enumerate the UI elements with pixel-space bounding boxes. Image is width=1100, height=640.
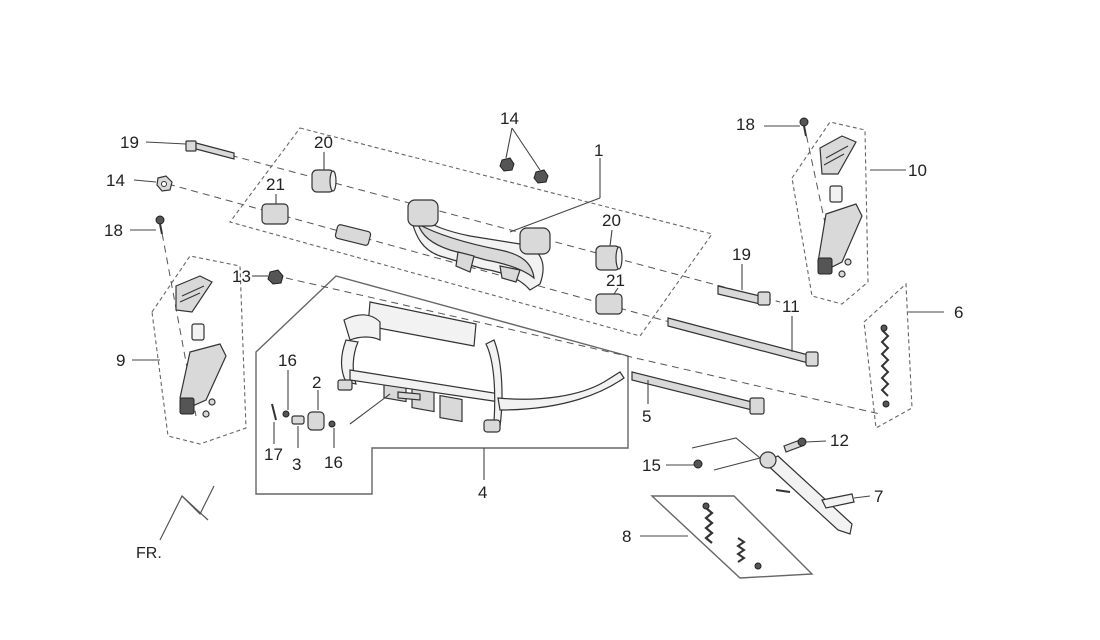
callout-7: 7	[874, 487, 883, 506]
axis-line-footrest-left	[159, 221, 197, 417]
bracket-1	[407, 199, 551, 291]
axis-line-upper	[195, 145, 781, 303]
leader-19-left	[145, 141, 187, 145]
group-6-boundary	[863, 282, 913, 429]
callout-5: 5	[642, 407, 651, 426]
leader-14-top-a	[505, 127, 513, 159]
leader-1-b	[509, 197, 601, 233]
main-stand-4	[337, 301, 625, 433]
bolt-19-left	[185, 140, 235, 160]
leader-20-right	[609, 229, 613, 247]
callout-21-right: 21	[606, 271, 625, 290]
leader-14-top-b	[511, 127, 541, 171]
callout-21-left: 21	[266, 175, 285, 194]
pin-18-left	[155, 215, 165, 235]
callout-13: 13	[232, 267, 251, 286]
leader-14-left	[133, 179, 157, 183]
callout-1: 1	[594, 141, 603, 160]
callout-19-right: 19	[732, 245, 751, 264]
callout-18-right: 18	[736, 115, 755, 134]
clip-16-lower	[328, 420, 336, 428]
footrest-10	[817, 135, 863, 278]
axis-line-lower	[285, 277, 881, 415]
callout-6: 6	[954, 303, 963, 322]
leader-4-b	[349, 393, 391, 425]
leader-12	[805, 440, 827, 443]
callout-10: 10	[908, 161, 927, 180]
callout-8: 8	[622, 527, 631, 546]
bushing-20-right	[595, 245, 623, 271]
pin-17	[271, 403, 277, 421]
pin-18-right	[799, 117, 809, 137]
callout-20-right: 20	[602, 211, 621, 230]
callout-18-left: 18	[104, 221, 123, 240]
footrest-9	[175, 275, 227, 418]
front-direction-arrow	[159, 485, 215, 541]
side-stand-7	[759, 451, 855, 535]
bolt-5	[631, 371, 765, 415]
bushing-20-left	[311, 169, 337, 193]
bolt-12	[783, 437, 807, 453]
group-1-boundary	[229, 127, 713, 337]
collar-21-left	[261, 203, 289, 225]
clip-16-upper	[282, 410, 290, 418]
callout-14-left: 14	[106, 171, 125, 190]
nut-13	[267, 269, 284, 285]
callout-20-left: 20	[314, 133, 333, 152]
nut-14-top-left	[499, 157, 515, 172]
bolt-19-right	[717, 285, 771, 306]
callout-3: 3	[292, 455, 301, 474]
springs-8	[702, 502, 762, 570]
callout-11: 11	[782, 297, 800, 316]
group-4-boundary	[255, 275, 629, 495]
group-9-boundary	[151, 255, 247, 445]
callout-12: 12	[830, 431, 849, 450]
callout-14-top: 14	[500, 109, 519, 128]
leader-21-right	[613, 287, 619, 295]
group-8-boundary	[650, 495, 814, 579]
nut-14-left	[156, 175, 173, 192]
callout-2: 2	[312, 373, 321, 392]
callout-16-lower: 16	[324, 453, 343, 472]
callout-15: 15	[642, 456, 661, 475]
callout-17: 17	[264, 445, 283, 464]
callout-9: 9	[116, 351, 125, 370]
bolt-15	[693, 459, 703, 469]
group-10-boundary	[791, 121, 869, 305]
callout-16-upper: 16	[278, 351, 297, 370]
leader-7	[853, 495, 871, 499]
collar-21-right	[595, 293, 623, 315]
roller-2	[307, 411, 325, 431]
spacer-tube-center	[334, 224, 372, 246]
shaft-11	[667, 317, 819, 367]
spring-6	[880, 324, 890, 408]
callout-19-left: 19	[120, 133, 139, 152]
pin-3	[291, 415, 305, 425]
nut-14-top-right	[533, 169, 549, 184]
side-stand-group-outline	[691, 437, 762, 471]
callout-4: 4	[478, 483, 487, 502]
front-direction-label: FR.	[136, 545, 162, 562]
